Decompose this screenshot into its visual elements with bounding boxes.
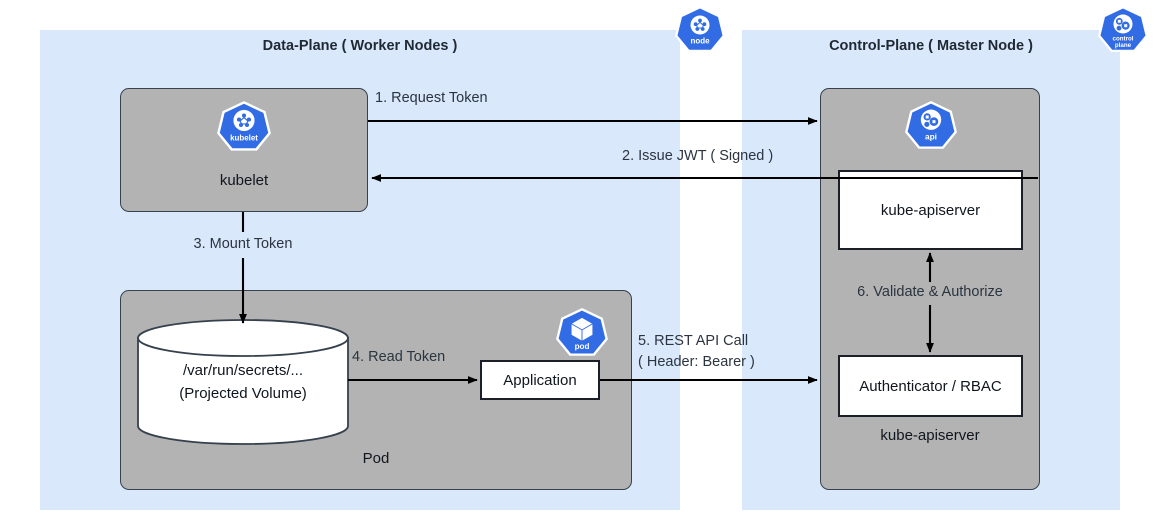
node-badge-label: node [690, 37, 710, 46]
panel-title-data-plane: Data-Plane ( Worker Nodes ) [262, 38, 458, 54]
edge-label-step3: 3. Mount Token [193, 236, 293, 252]
apiserver-node-box[interactable] [820, 88, 1040, 490]
edge-label-step6: 6. Validate & Authorize [857, 284, 1003, 300]
edge-label-step5-line1: 5. REST API Call [638, 333, 749, 349]
pod-node-label: Pod [362, 450, 390, 467]
kube-apiserver-box[interactable]: kube-apiserver [838, 170, 1023, 250]
control-plane-badge-label-line2: plane [1115, 42, 1132, 49]
application-box[interactable]: Application [480, 360, 600, 400]
edge-label-step5: 5. REST API Call ( Header: Bearer ) [638, 331, 755, 373]
edge-label-step2: 2. Issue JWT ( Signed ) [622, 148, 774, 164]
node-badge-icon: node [675, 5, 725, 57]
volume-label-line2: (Projected Volume) [179, 385, 307, 402]
edge-label-step1: 1. Request Token [375, 90, 488, 106]
kubelet-badge-icon: kubelet [217, 100, 271, 156]
kubelet-badge-label: kubelet [230, 133, 258, 142]
api-badge-icon: api [905, 100, 957, 154]
pod-badge-label: pod [575, 342, 590, 351]
authenticator-rbac-box[interactable]: Authenticator / RBAC [838, 355, 1023, 417]
api-badge-label: api [925, 131, 937, 141]
edge-label-step4: 4. Read Token [352, 349, 446, 365]
apiserver-node-label: kube-apiserver [880, 427, 980, 444]
control-plane-badge-icon: control plane [1098, 5, 1148, 57]
panel-title-control-plane: Control-Plane ( Master Node ) [829, 38, 1033, 54]
control-plane-badge-label-line1: control [1113, 36, 1134, 43]
volume-label-line1: /var/run/secrets/... [182, 362, 304, 379]
pod-badge-icon: pod [556, 307, 608, 361]
kubelet-node-label: kubelet [219, 172, 269, 189]
edge-label-step5-line2: ( Header: Bearer ) [638, 354, 755, 370]
